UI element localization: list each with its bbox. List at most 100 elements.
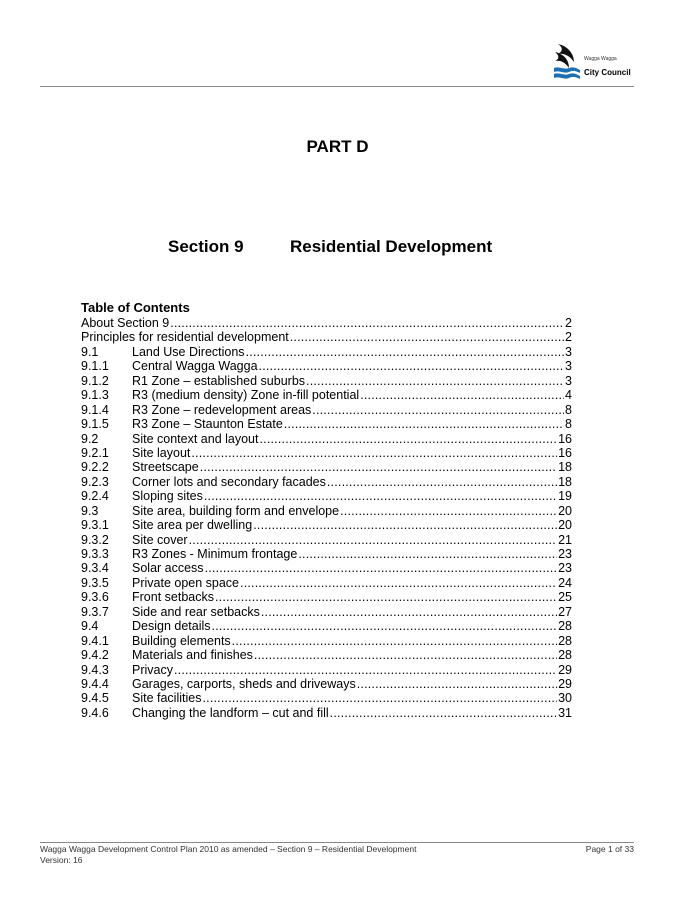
toc-dot-leader [298,547,557,561]
toc-entry-page: 16 [558,431,572,446]
toc-entry[interactable]: 9.4.3Privacy29 [81,663,572,677]
toc-entry-number: 9.3.4 [81,561,109,576]
table-of-contents: Table of Contents About Section 92Princi… [81,300,572,720]
toc-entry-page: 18 [558,474,572,489]
toc-entry-label: R3 (medium density) Zone in-fill potenti… [132,388,360,403]
toc-entry-label: Central Wagga Wagga [132,359,258,374]
toc-dot-leader [240,576,557,590]
toc-dot-leader [215,590,557,604]
toc-entry-label: R1 Zone – established suburbs [132,373,306,388]
toc-entry-label: R3 Zones - Minimum frontage [132,547,298,561]
toc-entry[interactable]: 9.1.4R3 Zone – redevelopment areas8 [81,403,572,417]
toc-entry-page: 18 [558,460,572,475]
toc-entry-page: 8 [565,402,572,417]
toc-dot-leader [340,504,557,518]
toc-dot-leader [189,533,558,547]
toc-entry-label: Site facilities [132,691,202,706]
toc-dot-leader [174,663,557,677]
toc-entry-number: 9.3.7 [81,604,109,619]
toc-entry-label: Design details [132,619,211,634]
toc-entry[interactable]: About Section 92 [81,316,572,330]
toc-entry[interactable]: 9.4 Design details 28 [81,619,572,633]
toc-entry[interactable]: 9.1.2 R1 Zone – established suburbs 3 [81,374,572,388]
toc-entry-label: R3 Zone – Staunton Estate [132,417,283,432]
part-title: PART D [306,137,369,156]
toc-entry[interactable]: 9.3.4 Solar access 23 [81,561,572,575]
toc-dot-leader [204,489,557,503]
toc-dot-leader [212,619,558,633]
toc-entry-number: 9.2.2 [81,460,109,475]
toc-entry-label: Sloping sites [132,489,203,504]
toc-entry-label: Site area per dwelling [132,518,253,533]
toc-dot-leader [232,634,557,648]
section-number: Section 9 [168,237,244,256]
toc-dot-leader [259,359,565,373]
toc-dot-leader [290,330,564,344]
toc-entry[interactable]: 9.3.3R3 Zones - Minimum frontage23 [81,547,572,561]
toc-entry-page: 23 [558,561,572,576]
toc-entry[interactable]: 9.2.2Streetscape18 [81,460,572,474]
toc-entry-label: Privacy [132,662,173,677]
toc-entry-page: 4 [565,388,572,403]
toc-entry-number: 9.4.4 [81,676,109,691]
toc-entry-number: 9.2.4 [81,489,109,504]
footer-version: Version: 16 [40,855,83,865]
footer-document-info: Wagga Wagga Development Control Plan 201… [40,844,416,866]
toc-entry-label: Corner lots and secondary facades [132,474,326,489]
toc-entry-page: 21 [558,532,572,547]
logo-text-top: Wagga Wagga [584,56,617,62]
toc-entry-number: 9.1.3 [81,388,109,403]
toc-entry[interactable]: Principles for residential development2 [81,330,572,344]
toc-entry-label: Site cover [132,532,188,547]
toc-entry-number: 9.3.5 [81,575,109,590]
toc-entry-label: Site context and layout [132,431,259,446]
toc-entry-number: 9.1 [81,344,99,359]
council-emblem-icon [554,44,580,79]
toc-entry-label: Private open space [132,575,240,590]
toc-entry-label: About Section 9 [81,316,170,330]
section-title: Section 9 Residential Development [168,237,492,257]
toc-dot-leader [284,417,564,431]
toc-entry-number: 9.2.3 [81,474,109,489]
toc-entry-label: Land Use Directions [132,344,245,359]
toc-entry-number: 9.1.4 [81,402,109,417]
toc-entry[interactable]: 9.1.5R3 Zone – Staunton Estate8 [81,417,572,431]
toc-entry-page: 3 [565,373,572,388]
toc-entry-label: Side and rear setbacks [132,604,260,619]
toc-entry-page: 31 [558,705,572,720]
toc-entry-number: 9.3.6 [81,590,109,605]
toc-entry-number: 9.1.2 [81,373,109,388]
toc-entry-number: 9.1.5 [81,417,109,432]
toc-entry[interactable]: 9.2.3 Corner lots and secondary facades 18 [81,475,572,489]
toc-list: About Section 92Principles for residenti… [81,316,572,720]
toc-dot-leader [200,460,557,474]
section-name: Residential Development [290,237,493,256]
toc-entry-number: 9.3.2 [81,532,109,547]
toc-entry-number: 9.3 [81,503,99,518]
toc-dot-leader [330,706,557,720]
toc-entry-page: 25 [558,590,572,605]
toc-entry-label: Solar access [132,561,204,576]
toc-entry-number: 9.4.3 [81,662,109,677]
footer-document-title: Wagga Wagga Development Control Plan 201… [40,844,417,854]
toc-entry-number: 9.4 [81,619,99,634]
toc-heading: Table of Contents [81,300,190,315]
toc-entry[interactable]: 9.3.2 Site cover 21 [81,533,572,547]
toc-entry-page: 28 [558,619,572,634]
toc-entry[interactable]: 9.1.3 R3 (medium density) Zone in-fill po… [81,388,572,402]
